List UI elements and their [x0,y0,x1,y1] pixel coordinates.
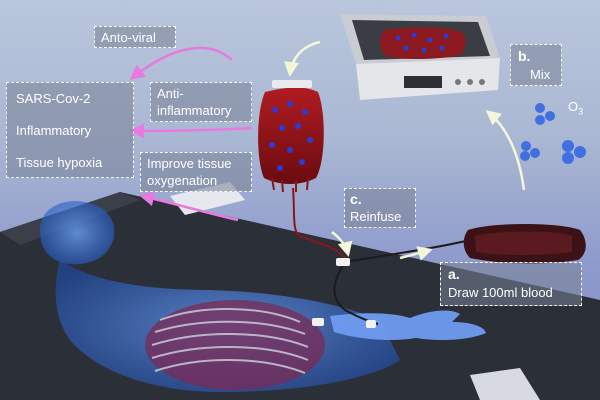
condition-sars: SARS-Cov-2 [16,91,91,106]
step-c-letter: c. [350,191,362,207]
step-c-box [344,188,416,228]
ozone-molecules [520,103,586,164]
condition-hypoxia: Tissue hypoxia [16,155,103,170]
patient-arm [330,310,486,341]
label-anti-viral: Anto-viral [94,26,176,48]
step-a-box [440,262,582,306]
step-b-letter: b. [518,48,531,64]
condition-inflammatory: Inflammatory [16,123,92,138]
ribcage [151,308,309,374]
condition-box [6,82,134,178]
step-b-box [510,44,562,86]
collection-bag [463,224,586,264]
step-b-text: Mix [530,67,551,82]
step-c-text: Reinfuse [350,209,402,224]
step-a-text: Draw 100ml blood [448,285,553,300]
ozone-label: O3 [568,98,583,121]
flow-arrows [284,40,526,261]
effect-arrows [129,46,253,222]
ozone-symbol: O [568,99,579,114]
step-a-letter: a. [448,266,460,282]
label-anti-inflammatory: Anti- inflammatory [150,82,252,122]
ozone-subscript: 3 [578,106,584,117]
patient-body [40,201,486,392]
label-improve-oxygenation: Improve tissue oxygenation [140,152,252,192]
mixing-device [340,14,500,100]
ozonated-blood-bag [258,80,324,193]
tubing [292,187,471,328]
lungs [145,300,325,390]
